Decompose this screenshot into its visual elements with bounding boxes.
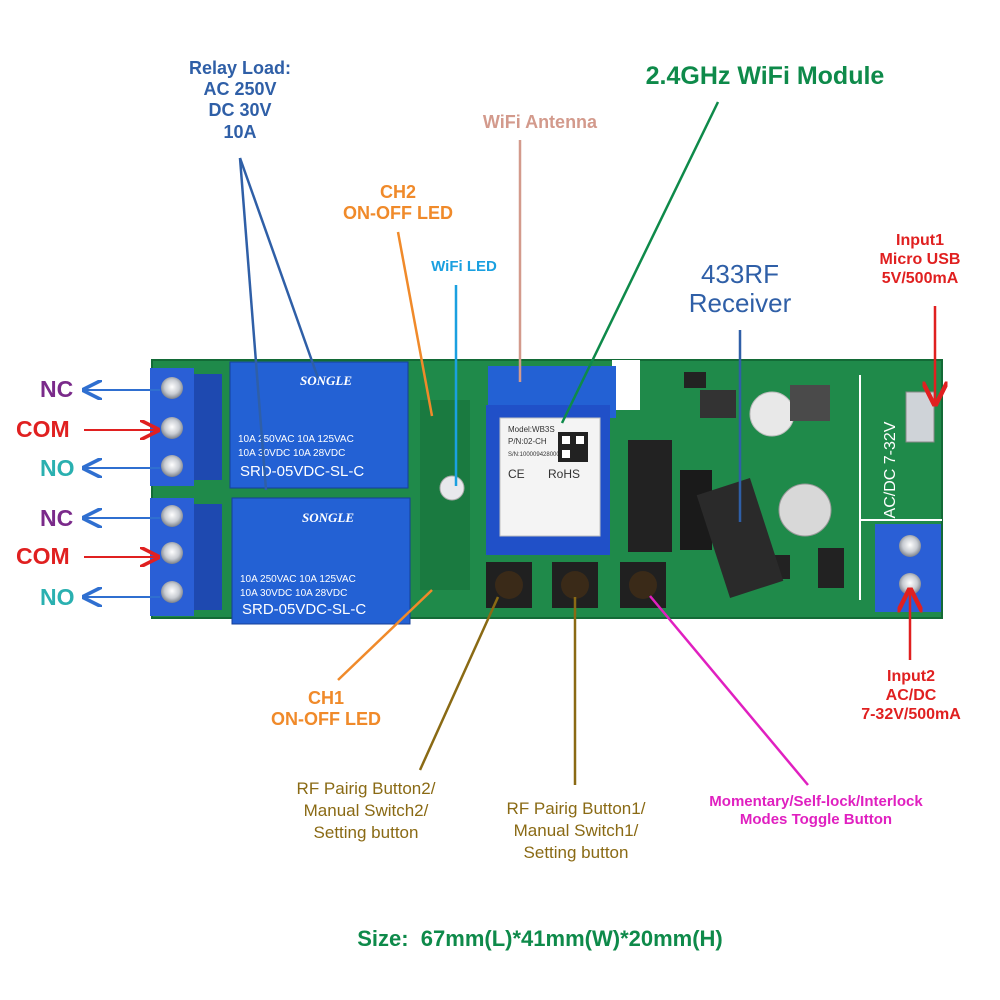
terminal-block-top [150, 368, 222, 486]
svg-text:S/N:10000942800019A: S/N:10000942800019A [508, 452, 570, 458]
terminal-label-nc-2: NC [40, 505, 74, 531]
terminal-block-bottom [150, 498, 222, 616]
button-2 [486, 562, 532, 608]
svg-text:SRD-05VDC-SL-C: SRD-05VDC-SL-C [240, 463, 364, 480]
svg-text:SONGLE: SONGLE [302, 510, 354, 525]
terminal-label-no-2: NO [40, 584, 75, 610]
svg-text:Model:WB3S: Model:WB3S [508, 425, 555, 434]
relay-bottom: SONGLE 10A 250VAC 10A 125VAC 10A 30VDC 1… [231, 497, 411, 625]
button1-label: RF Pairig Button1/Manual Switch1/Setting… [506, 799, 646, 863]
button2-label: RF Pairig Button2/Manual Switch2/Setting… [296, 779, 436, 843]
wifi-module-label: 2.4GHz WiFi Module [645, 62, 885, 90]
svg-text:CE: CE [508, 467, 525, 481]
terminal-label-com-2: COM [16, 543, 70, 569]
wifi-module-chip: Model:WB3S P/N:02-CH S/N:10000942800019A… [486, 366, 616, 555]
terminal-label-no-1: NO [40, 455, 75, 481]
components [420, 372, 935, 599]
svg-text:RoHS: RoHS [548, 467, 580, 481]
svg-text:10A 30VDC 10A 28VDC: 10A 30VDC 10A 28VDC [240, 588, 347, 599]
size-label: Size: 67mm(L)*41mm(W)*20mm(H) [357, 926, 723, 951]
svg-text:SRD-05VDC-SL-C: SRD-05VDC-SL-C [242, 601, 366, 618]
wifi-antenna-label: WiFi Antenna [482, 112, 598, 132]
terminal-label-com-1: COM [16, 416, 70, 442]
svg-text:10A 250VAC 10A 125VAC: 10A 250VAC 10A 125VAC [238, 434, 354, 445]
button-mode [620, 562, 666, 608]
wifi-led-label: WiFi LED [431, 258, 497, 275]
svg-text:P/N:02-CH: P/N:02-CH [508, 437, 547, 446]
power-silkscreen: AC/DC 7-32V [882, 421, 899, 518]
terminal-label-nc-1: NC [40, 376, 74, 402]
rf-coil [696, 477, 784, 599]
svg-text:10A 30VDC 10A 28VDC: 10A 30VDC 10A 28VDC [238, 448, 345, 459]
svg-text:SONGLE: SONGLE [300, 373, 352, 388]
input2-terminal [875, 524, 941, 612]
svg-text:10A 250VAC 10A 125VAC: 10A 250VAC 10A 125VAC [240, 574, 356, 585]
